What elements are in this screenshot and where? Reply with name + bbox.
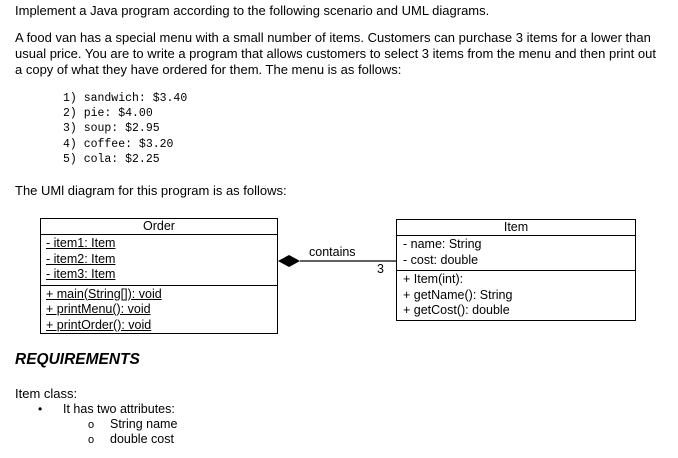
item-methods: + Item(int): + getName(): String + getCo… bbox=[397, 270, 635, 321]
order-methods: + main(String[]): void + printMenu(): vo… bbox=[41, 284, 277, 336]
menu-item: 4) coffee: $3.20 bbox=[63, 137, 174, 151]
item-method: + getCost(): double bbox=[403, 303, 510, 317]
uml-intro-text: The UMl diagram for this program is as f… bbox=[15, 183, 287, 198]
order-method: + printOrder(): void bbox=[46, 317, 152, 332]
item-attribute: - cost: double bbox=[403, 252, 479, 267]
composition-diamond-icon bbox=[278, 255, 300, 267]
item-method: + Item(int): bbox=[403, 272, 464, 286]
order-class-name: Order bbox=[143, 219, 175, 233]
bullet-icon: • bbox=[38, 402, 43, 416]
sub-requirement: o String name bbox=[88, 417, 177, 433]
scenario-text: A food van has a special menu with a sma… bbox=[15, 30, 656, 77]
order-attributes: - item1: Item - item2: Item - item3: Ite… bbox=[41, 234, 277, 285]
association-multiplicity: 3 bbox=[377, 262, 384, 276]
menu-item: 2) pie: $4.00 bbox=[63, 107, 153, 121]
sub-requirement: o double cost bbox=[88, 432, 174, 448]
item-method: + getName(): String bbox=[403, 287, 513, 302]
sub-requirement-text: String name bbox=[110, 417, 178, 431]
order-method: + printMenu(): void bbox=[46, 302, 151, 316]
menu-item: 3) soup: $2.95 bbox=[63, 122, 160, 136]
requirements-heading: REQUIREMENTS bbox=[15, 351, 140, 368]
order-attribute: - item2: Item bbox=[46, 251, 116, 266]
circle-bullet-icon: o bbox=[88, 434, 95, 446]
menu-item: 1) sandwich: $3.40 bbox=[63, 92, 188, 105]
sub-requirement-text: double cost bbox=[110, 432, 174, 446]
item-class-name: Item bbox=[503, 220, 529, 234]
circle-bullet-icon: o bbox=[88, 419, 95, 431]
item-class-box: Item - name: String - cost: double + Ite… bbox=[396, 219, 636, 321]
order-method: + main(String[]): void bbox=[46, 286, 162, 301]
item-attributes: - name: String - cost: double bbox=[397, 235, 635, 270]
association-label: contains bbox=[309, 245, 356, 259]
item-class-label: Item class: bbox=[15, 386, 78, 401]
order-attribute: - item1: Item bbox=[46, 236, 116, 250]
intro-text: Implement a Java program according to th… bbox=[15, 3, 490, 18]
order-class-box: Order - item1: Item - item2: Item - item… bbox=[40, 218, 278, 334]
item-attribute: - name: String bbox=[403, 237, 482, 251]
menu-item: 5) cola: $2.25 bbox=[63, 152, 160, 166]
menu-list: 1) sandwich: $3.40 2) pie: $4.00 3) soup… bbox=[63, 91, 187, 167]
bullet-text: It has two attributes: bbox=[63, 402, 175, 416]
order-attribute: - item3: Item bbox=[46, 267, 116, 281]
